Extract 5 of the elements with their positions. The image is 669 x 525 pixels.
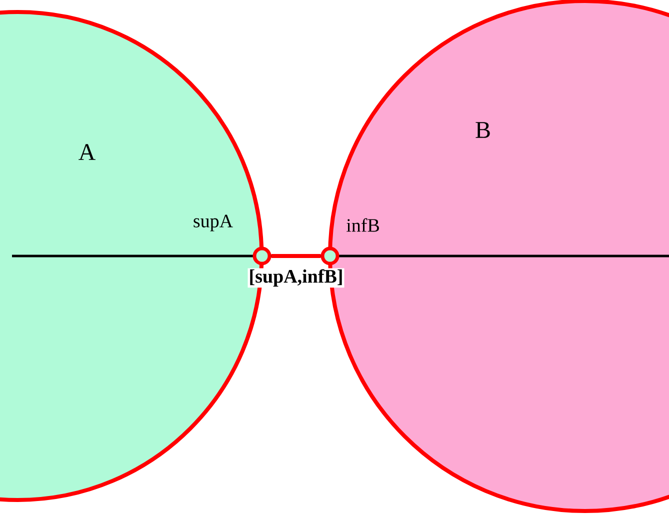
region-label: B — [476, 122, 490, 138]
point-label: infB — [346, 218, 379, 232]
point-marker — [320, 246, 340, 266]
interval-segment — [271, 254, 321, 258]
edge-label: [supA,infB] — [248, 268, 344, 288]
